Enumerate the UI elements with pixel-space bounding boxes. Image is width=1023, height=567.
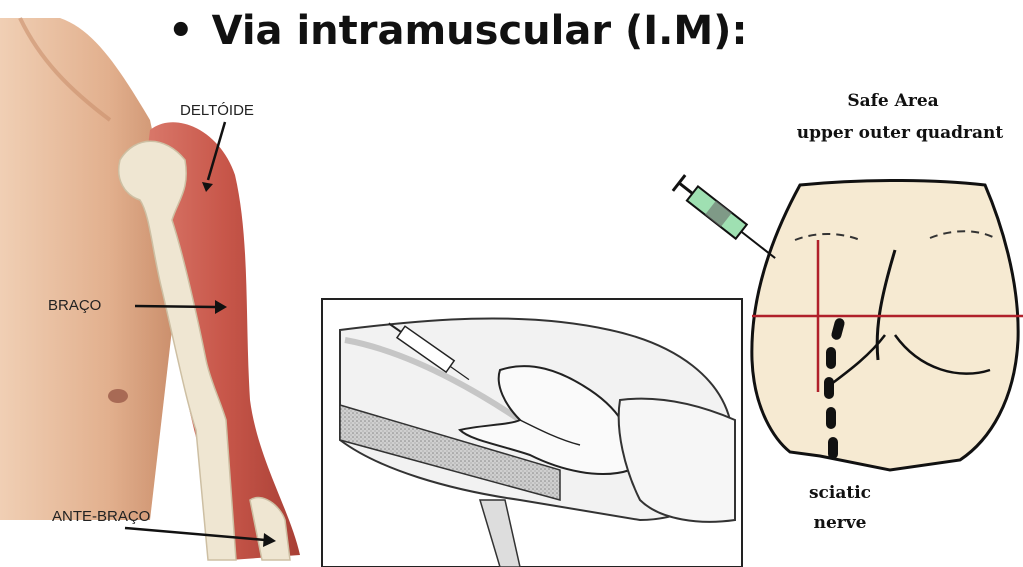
nipple	[108, 389, 128, 403]
arm-anatomy-figure: DELTÓIDE BRAÇO ANTE-BRAÇO	[0, 18, 300, 560]
safe-area-title: Safe Area	[847, 91, 938, 111]
sciatic-nerve-label-1: sciatic	[809, 483, 871, 503]
deltoid-label: DELTÓIDE	[180, 102, 254, 119]
arm-label: BRAÇO	[48, 297, 101, 314]
arm-arrow	[135, 306, 215, 307]
sciatic-nerve-label-2: nerve	[814, 513, 867, 533]
gluteal-syringe	[673, 175, 781, 266]
buttocks-outline	[752, 180, 1018, 470]
thigh-injection-sketch	[322, 299, 742, 567]
forearm-label: ANTE-BRAÇO	[52, 508, 150, 525]
torso-skin	[0, 18, 180, 520]
safe-area-subtitle: upper outer quadrant	[797, 123, 1004, 143]
